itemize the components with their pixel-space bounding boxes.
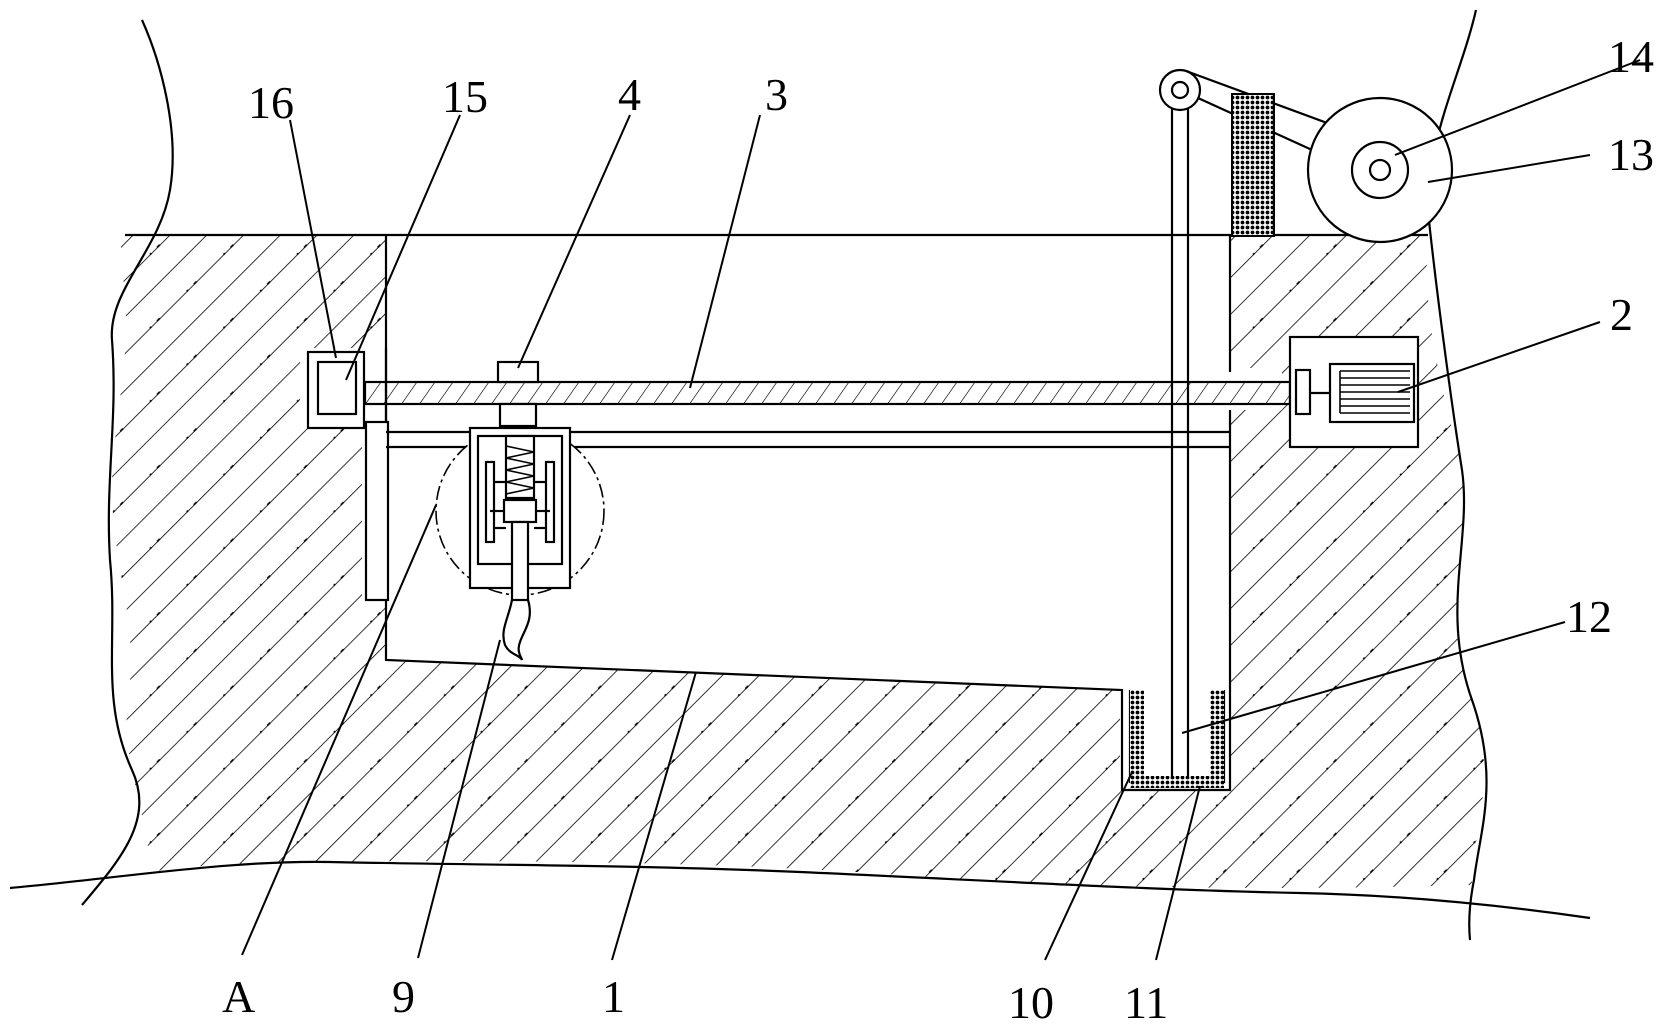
leader-lines xyxy=(241,59,1641,961)
motor-fins xyxy=(1339,370,1410,414)
motor xyxy=(1288,335,1420,449)
label-10: 10 xyxy=(1008,977,1054,1026)
detail-a-circle xyxy=(435,426,605,602)
label-4: 4 xyxy=(618,69,641,120)
label-13: 13 xyxy=(1608,129,1654,180)
vertical-shaft xyxy=(1170,90,1190,785)
label-11: 11 xyxy=(1124,977,1168,1026)
large-wheel xyxy=(1306,96,1454,244)
dark-pad xyxy=(1231,93,1275,237)
lead-screw xyxy=(363,380,1292,406)
label-14: 14 xyxy=(1608,31,1654,82)
label-9: 9 xyxy=(392,971,415,1022)
reference-labels: 16 15 4 3 14 13 2 12 A 9 1 10 11 xyxy=(222,31,1654,1026)
collection-pit xyxy=(1128,690,1226,788)
housing-body xyxy=(111,80,1485,888)
bearing-block xyxy=(306,350,366,430)
label-3: 3 xyxy=(765,69,788,120)
label-2: 2 xyxy=(1610,289,1633,340)
label-12: 12 xyxy=(1566,591,1612,642)
cutter-tool xyxy=(502,599,531,661)
label-16: 16 xyxy=(248,77,294,128)
label-15: 15 xyxy=(442,71,488,122)
label-1: 1 xyxy=(602,971,625,1022)
upper-pulley xyxy=(1158,68,1202,112)
label-A: A xyxy=(222,971,255,1022)
spring xyxy=(504,434,536,500)
slider-nut xyxy=(496,360,540,428)
